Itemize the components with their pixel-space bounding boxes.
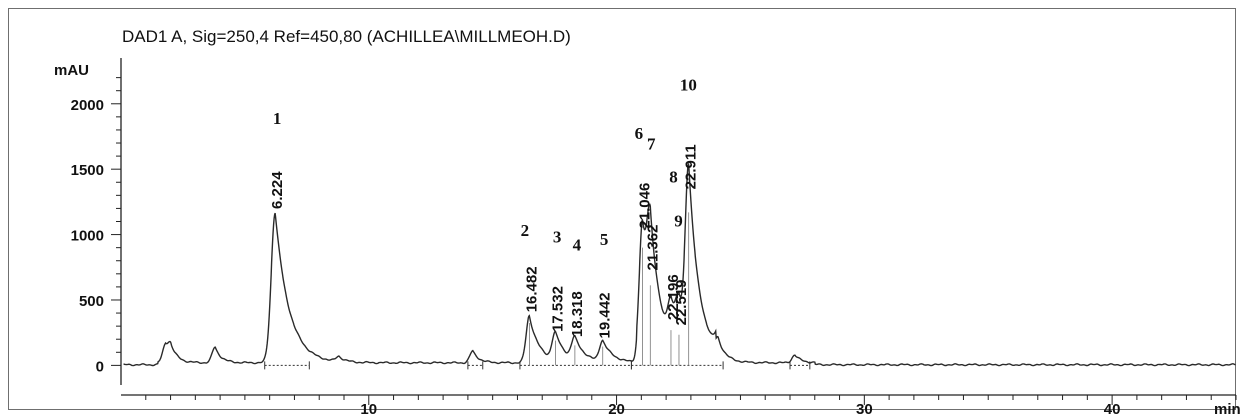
x-tick-label: 30 [856,401,873,418]
peak-number-label: 6 [635,124,644,143]
peak-rt-label: 21.046 [636,183,653,229]
peak-rt-label: 17.532 [549,286,566,332]
peak-number-label: 8 [669,167,678,186]
peak-number-label: 4 [573,235,582,254]
x-axis-label: min [1214,401,1241,418]
y-tick-label: 1500 [71,162,104,179]
peak-number-label: 10 [680,76,697,95]
peak-number-label: 9 [674,212,683,231]
chromatogram-trace [123,163,1236,367]
peak-rt-label: 6.224 [269,171,286,209]
y-tick-label: 1000 [71,228,104,245]
y-tick-label: 0 [96,358,104,375]
peak-number-label: 1 [273,109,282,128]
peak-rt-label: 22.911 [683,144,700,189]
y-tick-label: 500 [79,293,104,310]
peak-rt-label: 19.442 [597,293,614,339]
peak-number-label: 5 [600,230,609,249]
x-tick-label: 10 [360,401,377,418]
chart-title: DAD1 A, Sig=250,4 Ref=450,80 (ACHILLEA\M… [122,27,571,46]
y-tick-label: 2000 [71,97,104,114]
peak-rt-label: 22.196 [665,274,682,320]
y-axis-label: mAU [54,62,89,79]
peak-number-label: 2 [521,221,530,240]
peak-rt-label: 22.519 [673,279,690,325]
peak-number-label: 7 [647,135,656,154]
peak-rt-label: 21.362 [644,225,661,271]
chart-frame [8,8,1236,410]
peak-number-label: 3 [553,227,562,246]
x-tick-label: 40 [1104,401,1121,418]
peak-rt-label: 18.318 [569,291,586,337]
peak-rt-label: 16.482 [523,266,540,312]
x-tick-label: 20 [608,401,625,418]
